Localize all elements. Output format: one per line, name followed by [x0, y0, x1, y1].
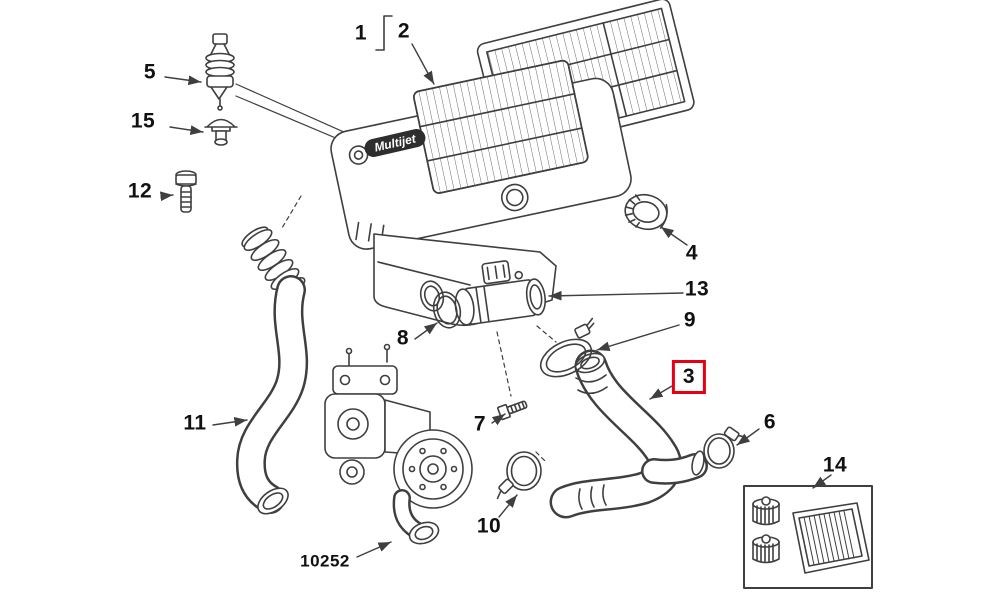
part-label-7[interactable]: 7	[473, 412, 487, 436]
service-kit-part-14-drawing	[744, 486, 872, 588]
part-label-3-highlighted[interactable]: 3	[671, 360, 707, 394]
part-label-6[interactable]: 6	[763, 410, 777, 434]
label-1-2-bracket	[376, 16, 434, 84]
part-label-10[interactable]: 10	[476, 514, 502, 538]
airflow-sensor-drawing	[450, 256, 547, 326]
grommet-part-4-drawing	[622, 190, 671, 233]
hose-clamp-part-6-drawing	[704, 426, 746, 468]
assembly-guide-lines	[282, 196, 556, 463]
bolt-part-12-drawing	[176, 171, 196, 212]
plug-part-15-drawing	[205, 120, 237, 146]
part-label-12[interactable]: 12	[127, 179, 153, 203]
hose-clamp-part-10-drawing	[493, 452, 541, 500]
part-label-2[interactable]: 2	[397, 19, 411, 43]
part-label-8[interactable]: 8	[396, 326, 410, 350]
leader-lines	[159, 75, 831, 557]
part-label-9[interactable]: 9	[683, 308, 697, 332]
corrugated-hose-part-11-drawing	[239, 224, 307, 519]
part-label-5[interactable]: 5	[143, 60, 157, 84]
part-label-1[interactable]: 1	[354, 21, 368, 45]
part-label-15[interactable]: 15	[130, 109, 156, 133]
part-label-13[interactable]: 13	[684, 277, 710, 301]
o-ring-part-8-drawing	[430, 289, 464, 330]
intake-hose-part-3-drawing	[566, 350, 706, 509]
hose-clamp-part-9-drawing	[531, 318, 610, 384]
part-label-14[interactable]: 14	[822, 453, 848, 477]
part-label-11[interactable]: 11	[183, 411, 207, 435]
airbox-cover-drawing	[323, 52, 635, 253]
bolt-part-7-drawing	[498, 398, 529, 420]
assembly-code-label[interactable]: 10252	[300, 551, 350, 571]
part-label-4[interactable]: 4	[685, 241, 699, 265]
valve-part-5-drawing	[206, 34, 497, 206]
engine-assembly-drawing	[325, 345, 472, 548]
